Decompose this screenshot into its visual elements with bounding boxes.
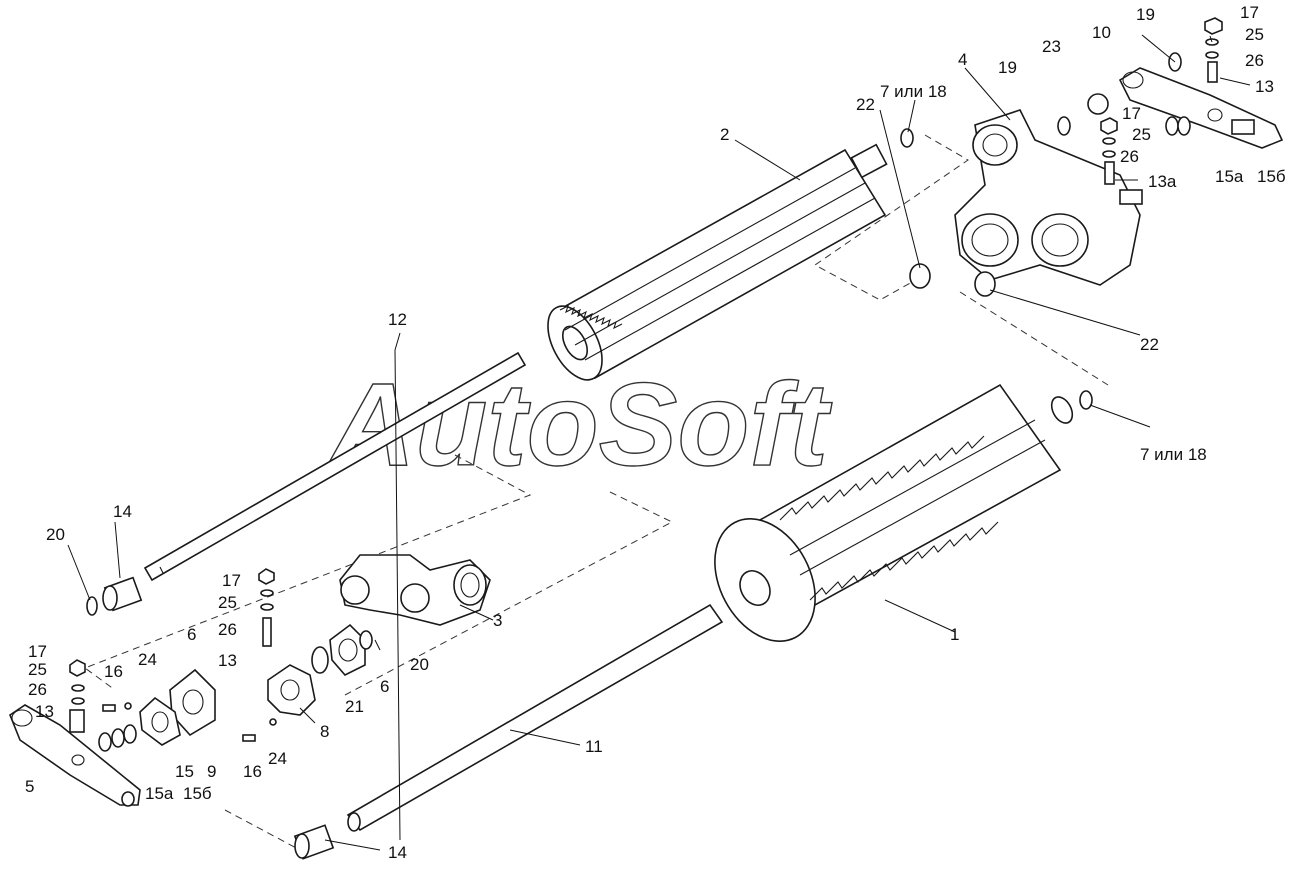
snap-ring-20-right: [359, 630, 373, 650]
callout-labels: 1 2 3 4 5 6 6 7 или 18 7 или 18 8 9 10 1…: [25, 3, 1286, 862]
callout-6-right: 6: [380, 677, 389, 696]
callout-14-upper: 14: [113, 502, 132, 521]
callout-8: 8: [320, 722, 329, 741]
callout-15: 15: [175, 762, 194, 781]
bearing-23: [1087, 93, 1109, 115]
bolt-16-upper: [102, 704, 116, 712]
callout-17-upper-right: 17: [1240, 3, 1259, 22]
callout-25-right: 25: [1132, 125, 1151, 144]
callout-13a: 13а: [1148, 172, 1177, 191]
callout-15b-left: 15б: [183, 784, 212, 803]
left-fastener-stack: [69, 659, 86, 733]
seal-ring-7-lower: [1079, 390, 1093, 410]
snap-ring-19-left: [1057, 116, 1071, 136]
snap-ring-20-left: [86, 596, 98, 616]
bearing-bracket-8: [267, 664, 316, 716]
callout-26-middle: 26: [218, 620, 237, 639]
callout-16-upper: 16: [104, 662, 123, 681]
callout-22-upper: 22: [856, 95, 875, 114]
callout-26-left: 26: [28, 680, 47, 699]
callout-1: 1: [950, 625, 959, 644]
nut-24-lower: [269, 718, 277, 726]
gearbox-housing: [954, 109, 1143, 286]
washer-15b-right: [1177, 116, 1191, 136]
callout-2: 2: [720, 125, 729, 144]
upper-shaft: [143, 351, 527, 582]
lower-shaft: [346, 603, 724, 832]
callout-6-left: 6: [187, 625, 196, 644]
seal-ring-22-right: [974, 271, 996, 297]
bolt-16-lower: [242, 734, 256, 742]
callout-26-right: 26: [1120, 147, 1139, 166]
callout-16-lower: 16: [243, 762, 262, 781]
callout-13-middle: 13: [218, 651, 237, 670]
nut-24-upper: [124, 702, 132, 710]
left-lever-arm: [9, 704, 141, 807]
seal-ring-22-left: [909, 263, 931, 289]
callout-15a-left: 15а: [145, 784, 174, 803]
washer-15b-left: [123, 724, 137, 744]
washer-15a-right: [1165, 116, 1179, 136]
assembly-axis-lines: [83, 134, 1109, 851]
callout-19-left: 19: [998, 58, 1017, 77]
callout-4: 4: [958, 50, 967, 69]
o-ring-21: [311, 646, 329, 674]
callout-25-left: 25: [28, 660, 47, 679]
washer-15-left: [98, 732, 112, 752]
callout-7-or-18-upper: 7 или 18: [880, 82, 947, 101]
leader-lines: [67, 34, 1251, 851]
callout-15b-right: 15б: [1257, 167, 1286, 186]
callout-17-left: 17: [28, 642, 47, 661]
washer-15a-left: [111, 728, 125, 748]
callout-20-right: 20: [410, 655, 429, 674]
callout-21: 21: [345, 697, 364, 716]
middle-fastener-stack: [258, 568, 275, 647]
callout-10: 10: [1092, 23, 1111, 42]
right-lever-arm: [1118, 67, 1284, 149]
callout-13-left: 13: [35, 702, 54, 721]
callout-14-lower: 14: [388, 843, 407, 862]
right-lower-fastener-stack: [1100, 117, 1118, 185]
callout-24-lower: 24: [268, 749, 287, 768]
right-upper-fastener-stack: [1204, 17, 1223, 83]
callout-22-lower: 22: [1140, 335, 1159, 354]
callout-20-left: 20: [46, 525, 65, 544]
upper-toothed-roller: [547, 143, 888, 381]
callout-23: 23: [1042, 37, 1061, 56]
callout-17-right: 17: [1122, 104, 1141, 123]
gasket-6-right: [329, 623, 366, 676]
bushing-14-upper: [102, 576, 143, 612]
seal-ring-7-upper: [900, 128, 914, 148]
bushing-14-lower: [293, 824, 335, 860]
left-gearbox-housing: [339, 554, 491, 626]
callout-24-upper: 24: [138, 650, 157, 669]
callout-15a-right: 15а: [1215, 167, 1244, 186]
callout-9: 9: [207, 762, 216, 781]
callout-26-upper-right: 26: [1245, 51, 1264, 70]
large-toothed-roller: [714, 383, 1074, 642]
callout-17-middle: 17: [222, 571, 241, 590]
callout-7-or-18-lower: 7 или 18: [1140, 445, 1207, 464]
callout-19-right: 19: [1136, 5, 1155, 24]
callout-13-right: 13: [1255, 77, 1274, 96]
callout-3: 3: [493, 611, 502, 630]
flange-bearing-9: [139, 696, 181, 746]
callout-25-upper-right: 25: [1245, 25, 1264, 44]
callout-12: 12: [388, 310, 407, 329]
callout-5: 5: [25, 777, 34, 796]
callout-11: 11: [585, 737, 603, 756]
callout-25-middle: 25: [218, 593, 237, 612]
